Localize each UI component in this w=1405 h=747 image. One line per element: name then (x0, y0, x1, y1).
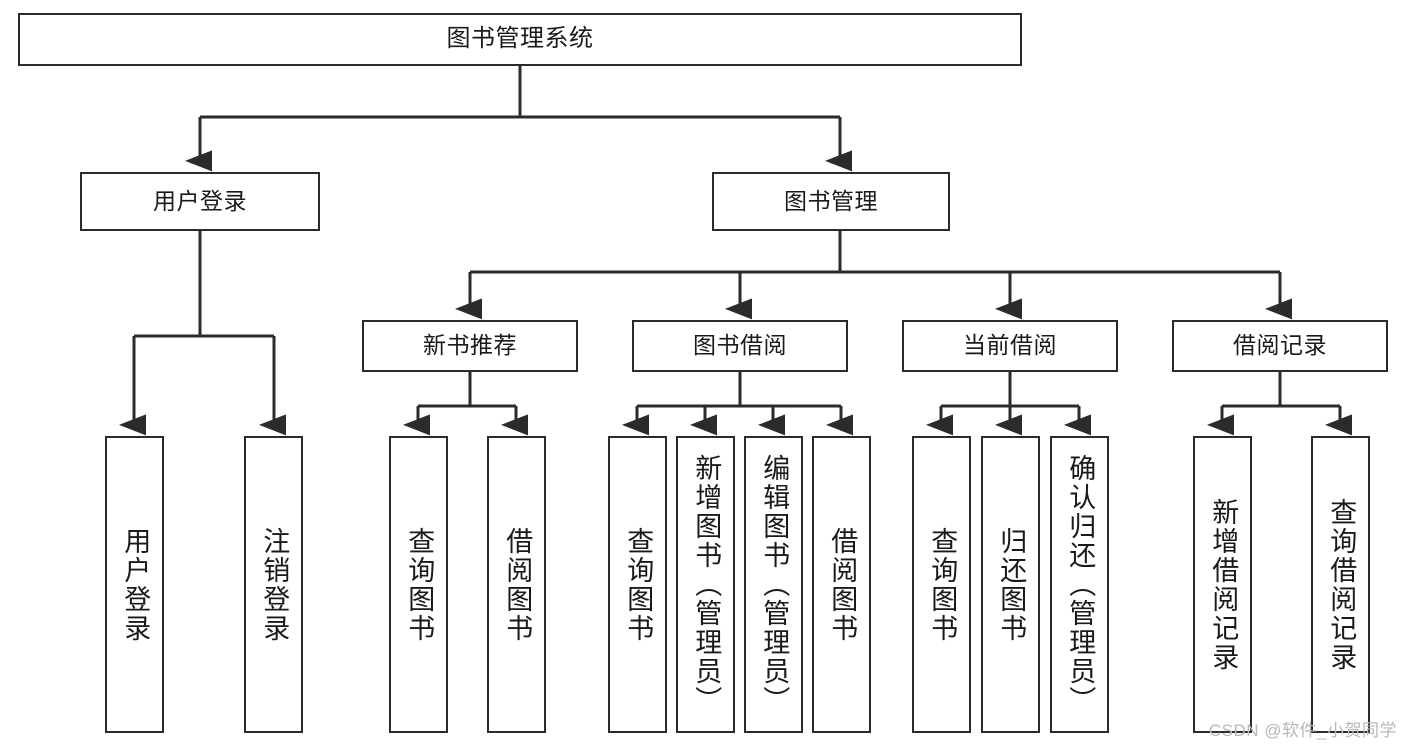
node-book-manage[interactable]: 图书管理 (712, 172, 950, 231)
leaf-query-book-current[interactable]: 查询图书 (912, 436, 971, 733)
leaf-borrow-book[interactable]: 借阅图书 (812, 436, 871, 733)
node-label: 借阅记录 (1233, 332, 1327, 359)
node-label: 当前借阅 (963, 332, 1057, 359)
node-label: 查询借阅记录 (1326, 497, 1357, 672)
leaf-query-borrow-record[interactable]: 查询借阅记录 (1311, 436, 1370, 733)
node-current-borrow[interactable]: 当前借阅 (902, 320, 1118, 372)
node-label: 注销登录 (259, 526, 290, 643)
node-borrow-record[interactable]: 借阅记录 (1172, 320, 1388, 372)
leaf-add-book-admin[interactable]: 新增图书（管理员） (676, 436, 735, 733)
leaf-add-borrow-record[interactable]: 新增借阅记录 (1193, 436, 1252, 733)
leaf-logout[interactable]: 注销登录 (244, 436, 303, 733)
node-label: 图书借阅 (693, 332, 787, 359)
leaf-borrow-book-recommend[interactable]: 借阅图书 (487, 436, 546, 733)
leaf-user-login[interactable]: 用户登录 (105, 436, 164, 733)
node-label: 新增借阅记录 (1208, 497, 1239, 672)
node-label: 用户登录 (120, 526, 151, 643)
leaf-query-book-borrow[interactable]: 查询图书 (608, 436, 667, 733)
leaf-query-book-recommend[interactable]: 查询图书 (389, 436, 448, 733)
node-label: 新增图书（管理员） (691, 454, 722, 715)
node-label: 新书推荐 (423, 332, 517, 359)
node-label: 查询图书 (927, 526, 958, 643)
node-label: 查询图书 (623, 526, 654, 643)
node-user-login[interactable]: 用户登录 (80, 172, 320, 231)
node-label: 借阅图书 (827, 526, 858, 643)
node-root-system[interactable]: 图书管理系统 (18, 13, 1022, 66)
leaf-edit-book-admin[interactable]: 编辑图书（管理员） (744, 436, 803, 733)
node-label: 借阅图书 (502, 526, 533, 643)
node-label: 图书管理 (784, 187, 878, 214)
node-label: 查询图书 (404, 526, 435, 643)
node-label: 图书管理系统 (446, 25, 594, 53)
node-label: 编辑图书（管理员） (759, 454, 790, 715)
node-label: 归还图书 (996, 526, 1027, 643)
watermark: CSDN @软件_小贺同学 (1208, 721, 1397, 740)
node-book-borrow[interactable]: 图书借阅 (632, 320, 848, 372)
node-label: 用户登录 (153, 187, 247, 214)
node-new-book-recommend[interactable]: 新书推荐 (362, 320, 578, 372)
leaf-confirm-return-admin[interactable]: 确认归还（管理员） (1050, 436, 1109, 733)
node-label: 确认归还（管理员） (1065, 454, 1096, 715)
leaf-return-book[interactable]: 归还图书 (981, 436, 1040, 733)
